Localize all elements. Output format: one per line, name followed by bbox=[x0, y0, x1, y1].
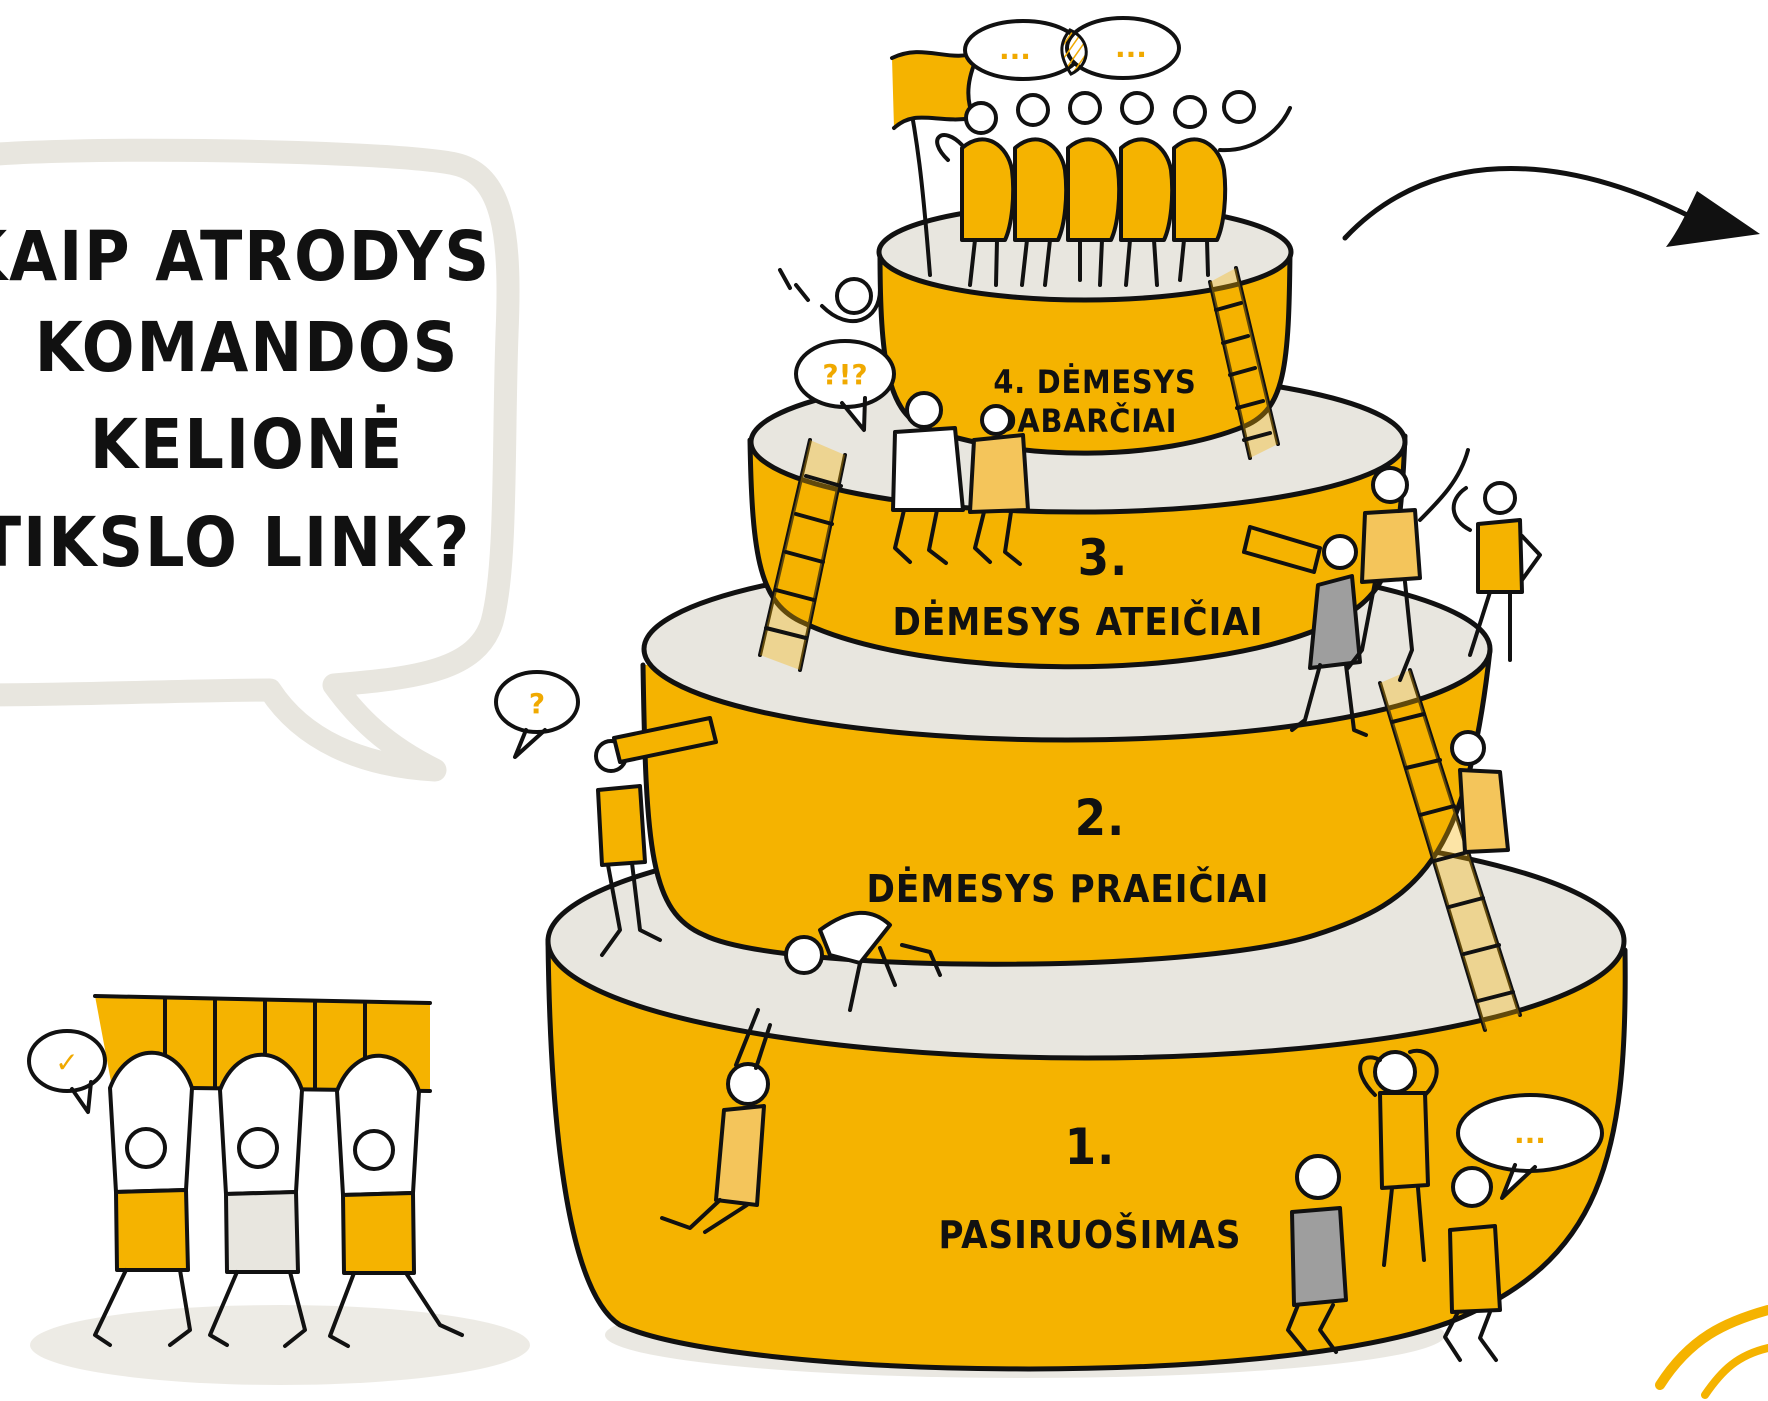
right-bubble-text: ... bbox=[1514, 1117, 1546, 1150]
check-bubble-text: ✓ bbox=[55, 1046, 78, 1079]
tier-3-number: 3. bbox=[1078, 529, 1128, 587]
question-bubble: ? bbox=[496, 672, 578, 757]
speech-line-4: TIKSLO LINK? bbox=[0, 503, 471, 583]
top-speech-bubbles: ... ... bbox=[965, 18, 1179, 79]
top-right-bubble-text: ... bbox=[1115, 31, 1147, 64]
ladder-carriers bbox=[30, 1053, 530, 1385]
person-waving-top bbox=[780, 270, 880, 321]
tier-2-title: DĖMESYS PRAEIČIAI bbox=[867, 867, 1270, 911]
question-bubble-text: ? bbox=[529, 687, 545, 720]
tier-2-number: 2. bbox=[1075, 789, 1125, 847]
tier-3-title: DĖMESYS ATEIČIAI bbox=[893, 600, 1264, 644]
check-bubble: ✓ bbox=[29, 1031, 105, 1112]
speech-bubble: KAIP ATRODYS KOMANDOS KELIONĖ TIKSLO LIN… bbox=[0, 150, 508, 770]
top-left-bubble-text: ... bbox=[999, 33, 1031, 66]
surprise-bubble-text: ?!? bbox=[822, 358, 867, 391]
decorative-corner-swirl bbox=[1660, 1310, 1768, 1395]
speech-line-2: KOMANDOS bbox=[35, 308, 460, 388]
speech-line-1: KAIP ATRODYS bbox=[0, 217, 491, 297]
speech-line-3: KELIONĖ bbox=[90, 403, 404, 485]
tier-1-number: 1. bbox=[1065, 1118, 1115, 1176]
journey-arrow bbox=[1345, 169, 1760, 248]
tier-4-title-line-1: 4. DĖMESYS bbox=[993, 363, 1196, 401]
tier-1-title: PASIRUOŠIMAS bbox=[939, 1213, 1242, 1257]
